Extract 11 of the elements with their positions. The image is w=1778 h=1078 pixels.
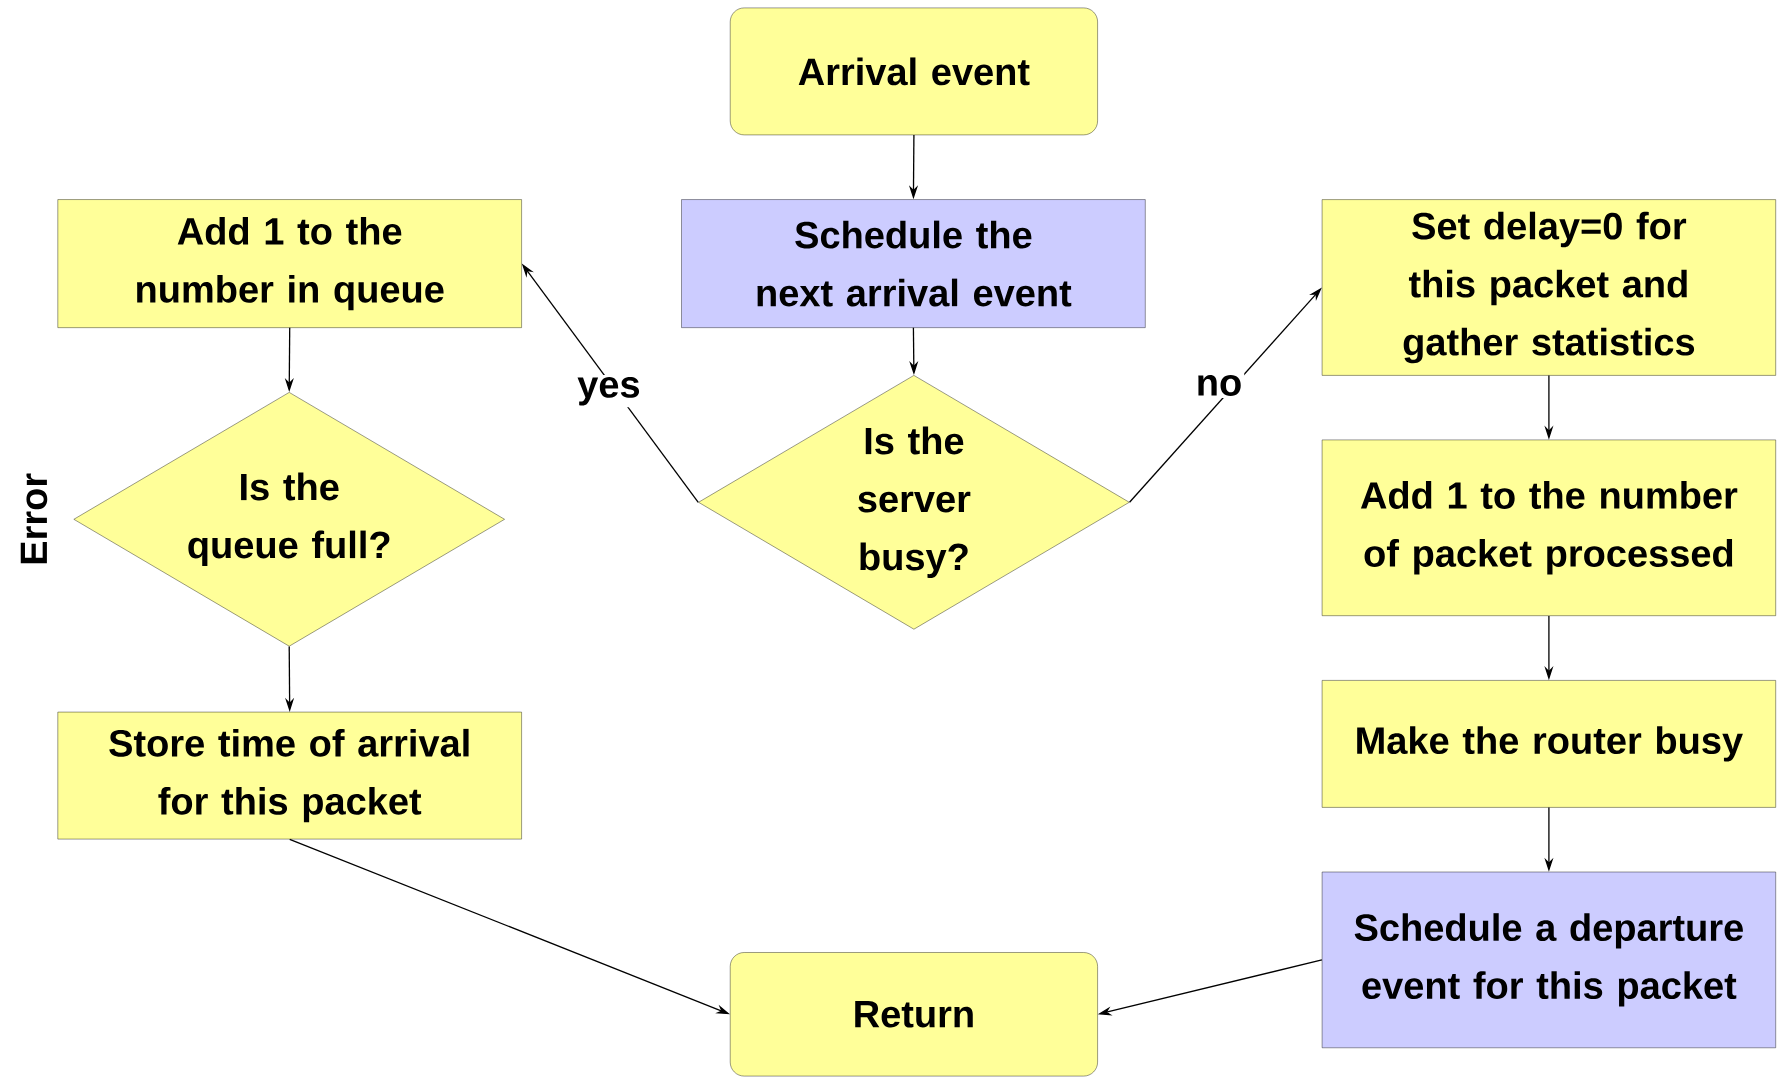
edge-label: no bbox=[1193, 373, 1245, 398]
terminal-box: Arrival event bbox=[730, 7, 1098, 136]
terminal-box: Return bbox=[730, 952, 1098, 1077]
process-box: Set delay=0 for this packet and gather statistics bbox=[1321, 199, 1776, 376]
edge-label: yes bbox=[575, 375, 643, 408]
process-box: Store time of arrival for this packet bbox=[57, 711, 522, 840]
process-box: Add 1 to the number of packet processed bbox=[1321, 439, 1776, 616]
process-box: Schedule a departure event for this packet bbox=[1321, 871, 1776, 1048]
process-box: Make the router busy bbox=[1321, 680, 1776, 808]
process-box: Schedule the next arrival event bbox=[681, 199, 1146, 328]
process-box: Add 1 to the number in queue bbox=[57, 199, 522, 328]
